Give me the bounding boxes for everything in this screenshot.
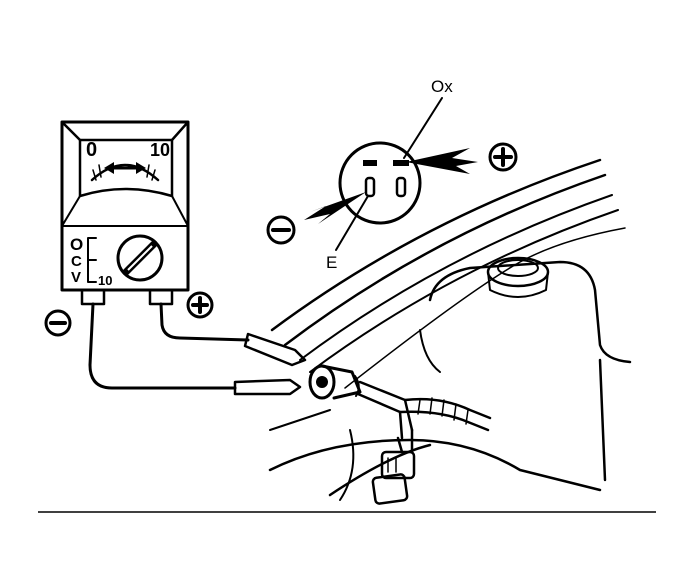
leader-ox — [403, 97, 443, 159]
meter-scale-min: 0 — [86, 139, 97, 161]
voltmeter: 0 10 O C V 10 — [60, 120, 190, 306]
oxygen-sensor-plug — [371, 428, 416, 505]
meter-positive-terminal — [148, 288, 174, 306]
connector-negative-symbol — [266, 215, 296, 245]
range-letter-c: C — [71, 253, 82, 270]
meter-negative-terminal — [80, 288, 106, 306]
connector-positive-symbol — [488, 142, 518, 172]
meter-needle-icon — [104, 162, 146, 174]
label-ox: Ox — [431, 77, 453, 96]
leader-e — [335, 195, 369, 251]
positive-test-lead — [159, 302, 307, 367]
meter-scale-max: 10 — [150, 140, 170, 160]
connector-face-view — [338, 141, 422, 225]
range-value: 10 — [98, 273, 112, 288]
range-letter-o: O — [70, 235, 83, 254]
meter-positive-symbol: + — [186, 291, 214, 319]
terminal-negative-slot — [363, 160, 377, 166]
label-e: E — [326, 253, 337, 272]
range-letter-v: V — [71, 269, 81, 286]
terminal-lower-right-slot — [395, 176, 407, 198]
terminal-e-slot — [364, 176, 376, 198]
meter-negative-symbol: − — [44, 309, 72, 337]
positive-probe-arrow — [406, 148, 478, 174]
range-selector-knob — [116, 234, 164, 282]
negative-probe-arrow — [304, 192, 366, 224]
terminal-ox-slot — [393, 160, 409, 166]
meter-scale-arc — [90, 163, 160, 182]
sensor-connector — [308, 364, 362, 400]
negative-test-lead — [88, 302, 302, 396]
engine-component — [268, 158, 632, 501]
sensor-wire-harness — [356, 380, 492, 440]
